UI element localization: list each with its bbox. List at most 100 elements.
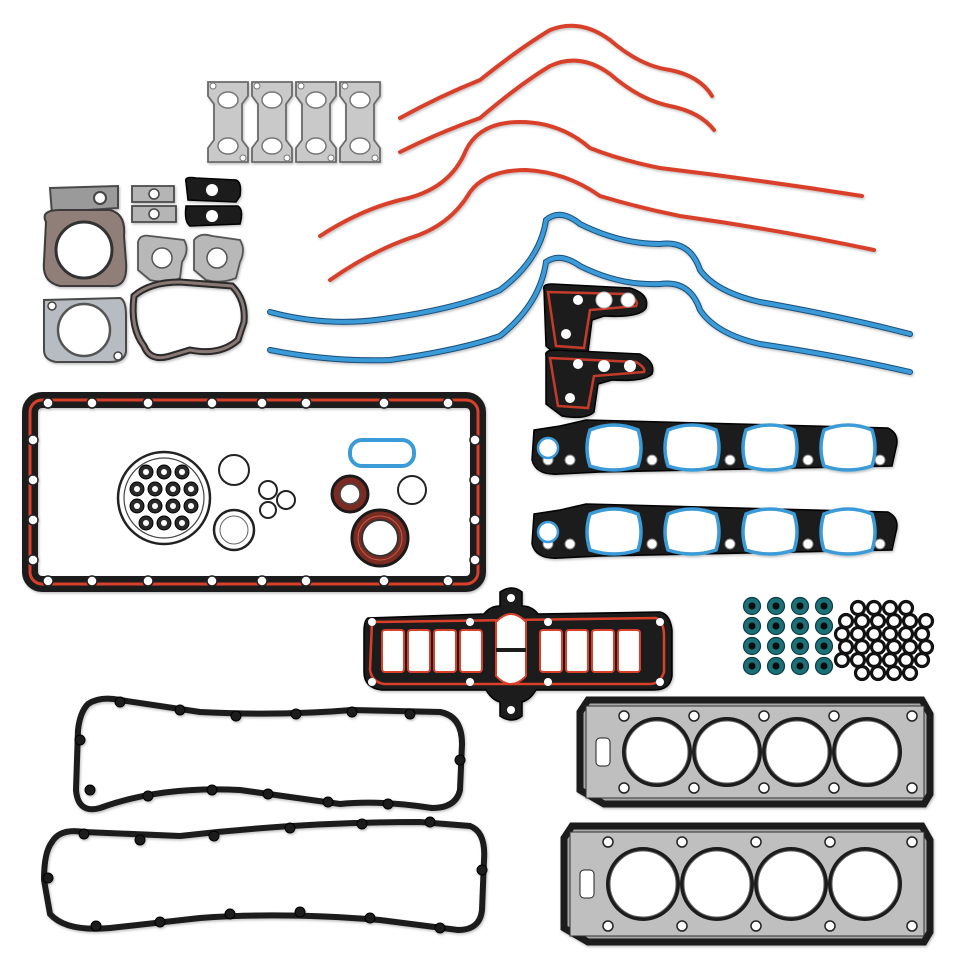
- o-ring: [869, 612, 887, 630]
- o-ring: [853, 612, 871, 630]
- rubber-plug-center: [152, 503, 158, 509]
- bolt-hole: [442, 575, 454, 587]
- o-ring: [881, 599, 899, 617]
- valve-cover-gaskets: [40, 695, 488, 934]
- valve-stem-seal-center: [820, 662, 828, 670]
- o-ring: [917, 612, 935, 630]
- bolt-hole: [564, 454, 576, 466]
- o-ring: [849, 625, 867, 643]
- valve-cover-tab: [42, 872, 54, 884]
- valve-cover-tab: [424, 816, 436, 828]
- oil-pan-gasket: [22, 392, 486, 592]
- bolt-hole: [368, 678, 376, 686]
- valve-cover-tab: [404, 708, 416, 720]
- rubber-plug-center: [188, 503, 194, 509]
- valve-cover-tab: [434, 922, 446, 934]
- cylinder-bore: [609, 850, 677, 918]
- rubber-plug-center: [143, 469, 149, 475]
- throttle-body-gaskets: [42, 176, 248, 363]
- head-bolt-hole: [758, 710, 770, 722]
- head-bolt-hole: [906, 836, 918, 848]
- plenum-port: [407, 629, 431, 673]
- o-ring: [849, 599, 867, 617]
- o-ring: [897, 651, 915, 669]
- valve-stem-seal-center: [748, 602, 756, 610]
- valve-cover-tab: [224, 908, 236, 920]
- bolt-hole: [142, 397, 154, 409]
- head-bolt-hole: [906, 782, 918, 794]
- valve-cover-gasket-top: [72, 695, 466, 813]
- bolt-hole: [656, 678, 664, 686]
- bolt-hole: [86, 575, 98, 587]
- head-bolt-hole: [688, 782, 700, 794]
- valve-stem-seal-center: [796, 642, 804, 650]
- intake-port: [741, 507, 799, 556]
- bolt-hole: [724, 538, 736, 550]
- valve-cover-tab: [134, 834, 146, 846]
- valve-stem-seal-center: [772, 642, 780, 650]
- cylinder-head-gaskets: [560, 696, 934, 946]
- valve-stem-seal-center: [748, 622, 756, 630]
- bolt-hole: [469, 514, 481, 526]
- intake-port: [585, 507, 643, 556]
- valve-cover-tab: [206, 784, 218, 796]
- head-bolt-hole: [750, 836, 762, 848]
- bolt-hole: [256, 397, 268, 409]
- o-ring: [897, 599, 915, 617]
- valve-cover-tab: [476, 864, 488, 876]
- bolt-hole: [469, 554, 481, 566]
- intake-manifold-gasket-upper: [531, 419, 898, 475]
- bolt-hole: [802, 538, 814, 550]
- rubber-plug-center: [179, 469, 185, 475]
- bolt-hole: [378, 575, 390, 587]
- bolt-hole: [27, 554, 39, 566]
- cylinder-bore: [835, 720, 899, 784]
- bolt-hole: [724, 454, 736, 466]
- o-ring: [865, 651, 883, 669]
- o-ring: [853, 638, 871, 656]
- cylinder-bore: [757, 850, 825, 918]
- bolt-hole: [42, 397, 54, 409]
- valve-cover-tab: [154, 916, 166, 928]
- valve-stem-seal-center: [820, 602, 828, 610]
- o-ring: [901, 612, 919, 630]
- red-gasket-strip: [328, 167, 876, 282]
- water-outlet-gaskets: [542, 283, 654, 419]
- valve-cover-tab: [346, 706, 358, 718]
- coolant-port: [536, 436, 560, 460]
- valve-stem-seals: [742, 596, 834, 676]
- oil-passage: [595, 737, 611, 767]
- head-bolt-hole: [602, 836, 614, 848]
- valve-stem-seal-center: [796, 602, 804, 610]
- rubber-plug-center: [188, 486, 194, 492]
- plenum-port: [459, 629, 483, 673]
- o-ring: [897, 625, 915, 643]
- plenum-port: [381, 629, 405, 673]
- bolt-hole: [469, 434, 481, 446]
- rubber-plug-center: [170, 503, 176, 509]
- valve-stem-seal-center: [820, 642, 828, 650]
- valve-cover-tab: [262, 788, 274, 800]
- o-ring: [833, 651, 851, 669]
- exhaust-port-gasket: [251, 81, 293, 163]
- o-ring: [869, 638, 887, 656]
- coolant-port: [536, 520, 560, 544]
- exhaust-port-gasket: [295, 81, 337, 163]
- timing-cover-gaskets-blue: [267, 211, 913, 375]
- o-ring: [901, 638, 919, 656]
- red-gasket-strip: [398, 58, 716, 154]
- head-bolt-hole: [618, 782, 630, 794]
- cylinder-bore: [765, 720, 829, 784]
- rubber-plug-center: [170, 486, 176, 492]
- timing-cover-gaskets-red: [318, 23, 876, 282]
- rubber-plug-center: [152, 486, 158, 492]
- o-ring: [837, 612, 855, 630]
- red-gasket-strip: [318, 119, 864, 238]
- bolt-hole: [874, 538, 886, 550]
- o-ring: [853, 664, 871, 682]
- rubber-plug-center: [161, 520, 167, 526]
- bolt-hole: [466, 618, 474, 626]
- head-bolt-hole: [676, 920, 688, 932]
- cylinder-bore: [683, 850, 751, 918]
